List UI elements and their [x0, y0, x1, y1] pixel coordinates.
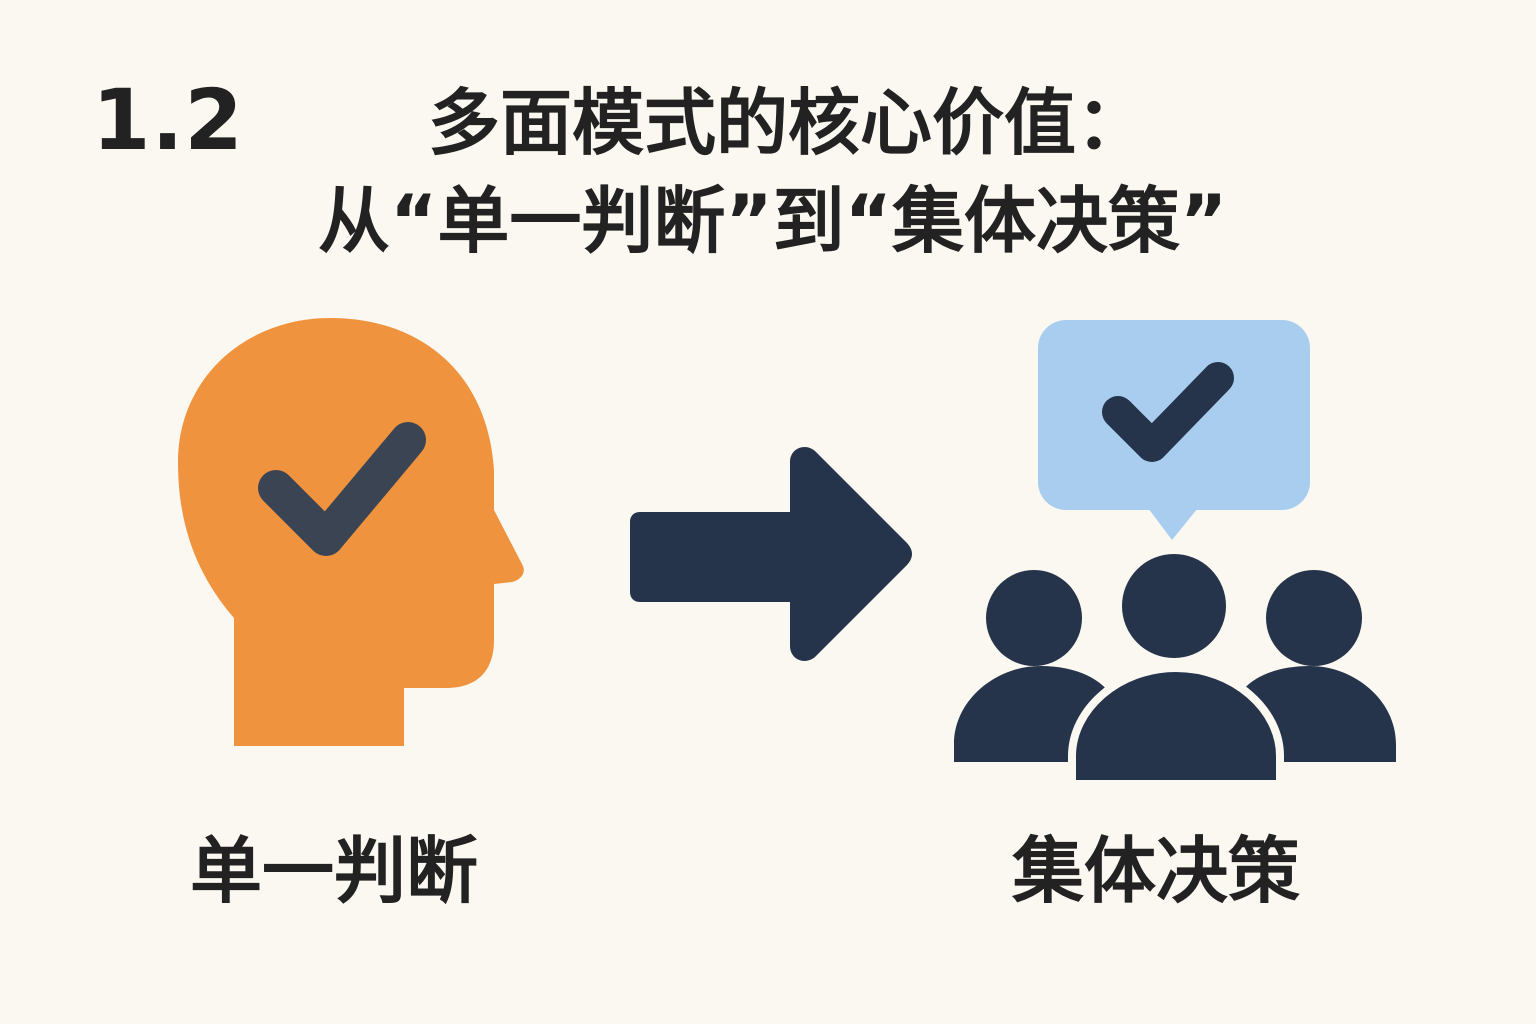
section-number: 1.2	[92, 71, 244, 169]
right-arrow-icon	[630, 447, 912, 661]
group-icon	[954, 546, 1396, 788]
page-title-line-1: 多面模式的核心价值：	[428, 81, 1149, 165]
check-icon	[258, 422, 426, 556]
single-judgment-caption: 单一判断	[190, 829, 479, 913]
bubble-check-icon	[1102, 362, 1234, 462]
collective-decision-caption: 集体决策	[1012, 829, 1301, 913]
page-title-line-2: 从“单一判断”到“集体决策”	[318, 179, 1228, 263]
